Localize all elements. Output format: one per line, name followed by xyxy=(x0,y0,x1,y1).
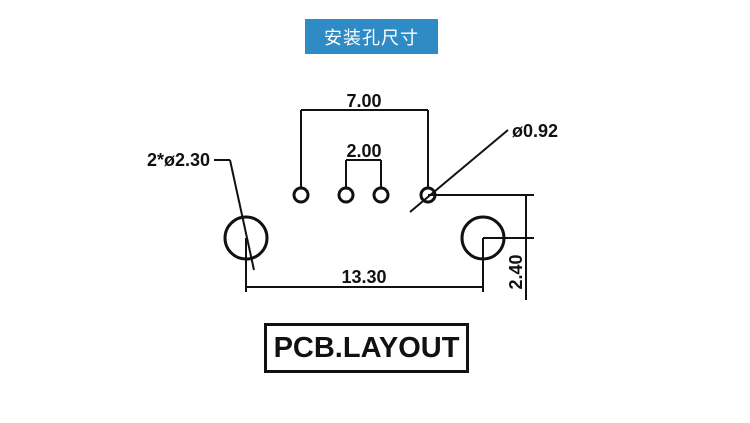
dim-2-00-label: 2.00 xyxy=(346,141,381,161)
page-title-badge: 安装孔尺寸 xyxy=(305,19,438,54)
dim-7-00-label: 7.00 xyxy=(346,91,381,111)
pin-hole-3 xyxy=(372,186,390,204)
dim-7-00: 7.00 xyxy=(300,91,429,188)
pcb-layout-label: PCB.LAYOUT xyxy=(264,323,469,373)
mount-hole-diameter-label: 2*ø2.30 xyxy=(147,150,210,170)
pin-hole-1 xyxy=(292,186,310,204)
dim-pin-hole-diameter: ø0.92 xyxy=(409,121,558,213)
dim-2-40: 2.40 xyxy=(428,194,534,300)
pin-hole-diameter-label: ø0.92 xyxy=(512,121,558,141)
pin-hole-2 xyxy=(337,186,355,204)
dim-13-30-label: 13.30 xyxy=(341,267,386,287)
dim-2-40-label: 2.40 xyxy=(506,254,526,289)
dim-mount-hole-diameter: 2*ø2.30 xyxy=(147,150,255,271)
dim-2-00: 2.00 xyxy=(345,141,382,188)
dim-13-30: 13.30 xyxy=(245,238,484,292)
